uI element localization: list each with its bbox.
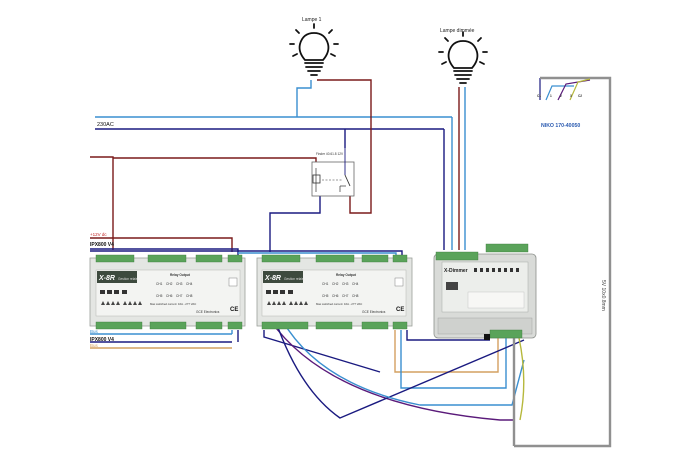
niko-terminal-2: 2	[560, 94, 562, 98]
niko-terminal-3: 3	[570, 94, 572, 98]
lamp-2: Lampe dimmée	[438, 28, 488, 84]
x8r-module-2: X-8R Gestion relais Relay Output CH1 CH2…	[256, 254, 413, 330]
dimmer-bus-wire-b	[400, 330, 507, 389]
bulb-icon	[438, 31, 488, 84]
module-1-channels: CH1 CH2 CH3 CH4 CH5 CH6 CH7 CH8	[156, 282, 193, 298]
module-1-ch5: CH5	[156, 294, 163, 298]
niko-terminal-1: 1	[550, 94, 552, 98]
relay-contact	[344, 174, 351, 187]
finder-relay: Finder 40.61.8 12V	[311, 148, 355, 197]
niko-terminal-c2: C2	[578, 94, 582, 98]
dimmer-bus-wire-c	[406, 330, 490, 341]
module-2-ch6: CH6	[332, 294, 339, 298]
dimmer-bus-wire-a	[394, 330, 499, 373]
lamp-1-neutral-wire	[296, 80, 312, 117]
module-1-header: Relay Output	[170, 273, 191, 277]
module-2-ch1: CH1	[322, 282, 329, 286]
module-2-subtitle: Gestion relais	[284, 277, 304, 281]
module-1-ch1: CH1	[156, 282, 163, 286]
module-1-ch6: CH6	[166, 294, 173, 298]
niko-terminal-c1: C1	[537, 94, 541, 98]
module-1-footer: Max switched current: 16A - 277 VAC	[150, 302, 196, 306]
lamp-1: Lampe 1	[289, 17, 339, 76]
wires	[90, 76, 612, 448]
module-2-ch7: CH7	[342, 294, 349, 298]
lamp-1-feed-wire	[317, 79, 372, 214]
relay-label: Finder 40.61.8 12V	[316, 152, 344, 156]
module-1-ch4: CH4	[186, 282, 193, 286]
niko-wire-navy	[275, 321, 525, 419]
module-2-ch4: CH4	[352, 282, 359, 286]
niko-terminals: C1 1 2 3 C2 NIKO 170-40050	[537, 94, 582, 129]
module-2-header: Relay Output	[336, 273, 357, 277]
svg-text:CE: CE	[230, 307, 238, 313]
relay-coil	[312, 174, 321, 184]
ipx-bus-bottom-label: IPX800 V4	[90, 337, 114, 343]
power-12v-bus	[90, 237, 233, 252]
niko-wire-a	[263, 330, 381, 373]
module-2-brand: GCE Electronics	[362, 310, 386, 314]
power-12v-wire	[90, 156, 114, 250]
lamp-2-label: Lampe dimmée	[440, 28, 475, 34]
niko-wire-blue	[281, 319, 525, 406]
relay-coil-wire	[113, 157, 317, 166]
ipx-bus-top-label: IPX800 V4	[90, 242, 114, 248]
bus-bottom-2-label: Bus	[90, 343, 99, 348]
relay-control-wire	[269, 192, 321, 252]
svg-text:CE: CE	[396, 307, 404, 313]
dimmer-title: X-Dimmer	[444, 268, 468, 274]
x-dimmer-module: X-Dimmer	[433, 243, 537, 340]
module-2-title: X-8R	[264, 275, 281, 282]
module-1-ch8: CH8	[186, 294, 193, 298]
module-2-footer: Max switched current: 16A - 277 VAC	[316, 302, 362, 306]
module-2-ch5: CH5	[322, 294, 329, 298]
module-1-subtitle: Gestion relais	[118, 277, 138, 281]
module-2-channels: CH1 CH2 CH3 CH4 CH5 CH6 CH7 CH8	[322, 282, 359, 298]
mains-label: 230AC	[97, 122, 114, 128]
power-12v-label: +12V dc	[90, 232, 107, 237]
lamp-1-label: Lampe 1	[302, 17, 322, 23]
niko-wire-olive	[518, 337, 525, 421]
module-1-ch7: CH7	[176, 294, 183, 298]
line-labels: 230AC +12V dc IPX800 V4 Bus IPX800 V4 Bu…	[90, 122, 606, 348]
ipx-bus-top-b	[90, 250, 403, 256]
module-1-title: X-8R	[98, 275, 115, 282]
module-2-ch8: CH8	[352, 294, 359, 298]
vertical-cable-label: 5V 10x0.8mm	[600, 280, 606, 311]
bus-bottom-1-label: Bus	[90, 329, 99, 334]
bulb-icon	[289, 23, 339, 76]
module-1-brand: GCE Electronics	[196, 310, 220, 314]
module-2-ch3: CH3	[342, 282, 349, 286]
module-1-ch2: CH2	[166, 282, 173, 286]
module-1-ch3: CH3	[176, 282, 183, 286]
x8r-module-1: X-8R Gestion relais Relay Output CH1 CH2…	[89, 254, 246, 330]
niko-wire-purple	[269, 319, 514, 421]
niko-frame-right	[514, 76, 612, 448]
module-2-ch2: CH2	[332, 282, 339, 286]
niko-label: NIKO 170-40050	[541, 123, 580, 129]
